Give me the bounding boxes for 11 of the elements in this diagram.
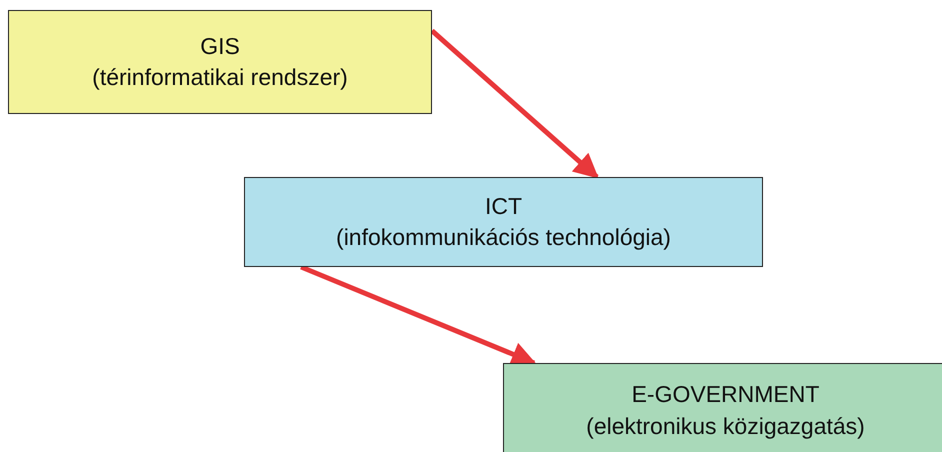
box-title: E-GOVERNMENT: [632, 380, 820, 410]
process-box: [8, 10, 432, 114]
arrow: [430, 28, 599, 179]
process-box: [503, 363, 942, 452]
box-title: GIS: [200, 32, 240, 61]
process-box: [244, 177, 763, 267]
box-subtitle: (infokommunikációs technológia): [336, 223, 671, 252]
arrow: [300, 264, 536, 366]
box-title: ICT: [484, 192, 522, 221]
box-subtitle: (térinformatikai rendszer): [92, 63, 348, 92]
box-subtitle: (elektronikus közigazgatás): [586, 412, 865, 441]
